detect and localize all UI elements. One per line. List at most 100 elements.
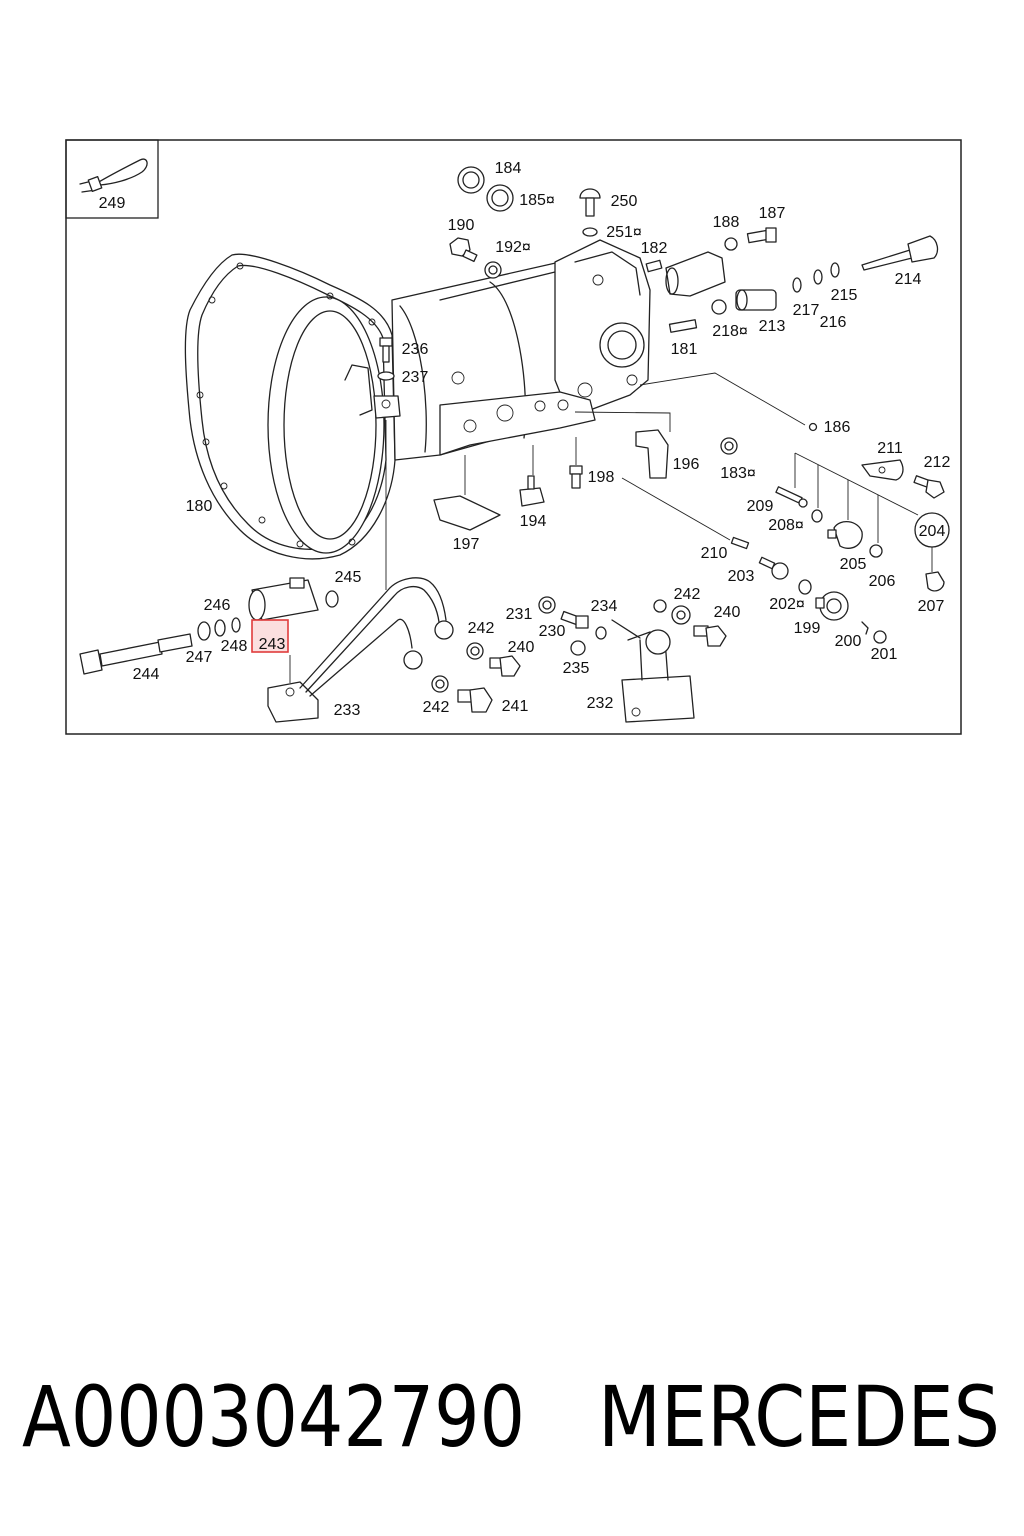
callout-202: 202¤ — [769, 596, 805, 613]
part-184-seal — [457, 166, 485, 194]
callout-245: 245 — [335, 569, 362, 586]
part-207-clip — [925, 571, 945, 592]
brand-name: MERCEDES — [598, 1368, 1000, 1466]
callout-230: 230 — [539, 623, 566, 640]
part-245-ring — [325, 590, 339, 608]
callout-244: 244 — [133, 666, 160, 683]
callout-207: 207 — [918, 598, 945, 615]
callout-214: 214 — [895, 271, 922, 288]
callout-247: 247 — [186, 649, 213, 666]
callout-183: 183¤ — [720, 465, 756, 482]
part-242-ring-middle — [466, 642, 484, 660]
callout-242-middle: 242 — [468, 620, 495, 637]
part-236-bolt — [379, 337, 393, 363]
callout-205: 205 — [840, 556, 867, 573]
part-188-washer — [724, 237, 738, 251]
bell-housing — [184, 253, 396, 560]
part-214-speedometer-shaft — [861, 235, 939, 271]
callout-216: 216 — [820, 314, 847, 331]
part-215-washer — [830, 262, 840, 278]
callout-188: 188 — [713, 214, 740, 231]
part-202-ring — [798, 579, 812, 595]
part-199-valve — [815, 591, 849, 621]
part-213-bushing — [735, 289, 777, 311]
callout-200: 200 — [835, 633, 862, 650]
inset-label: 249 — [99, 195, 126, 212]
part-235-ring — [570, 640, 586, 656]
callout-231: 231 — [506, 606, 533, 623]
callout-236: 236 — [402, 341, 429, 358]
part-242-ring-lower — [431, 675, 449, 693]
callout-250: 250 — [611, 193, 638, 210]
speedometer-drive-housing — [665, 251, 726, 297]
callout-182: 182 — [641, 240, 668, 257]
pipe-bracket — [373, 395, 401, 419]
callout-210: 210 — [701, 545, 728, 562]
part-218-washer — [711, 299, 727, 315]
part-210-screw — [730, 536, 750, 550]
callout-248: 248 — [221, 638, 248, 655]
callout-242-upper: 242 — [674, 586, 701, 603]
callout-217: 217 — [793, 302, 820, 319]
callout-237: 237 — [402, 369, 429, 386]
part-196-bracket — [635, 429, 669, 479]
callout-240-lower: 240 — [508, 639, 535, 656]
callout-240-upper: 240 — [714, 604, 741, 621]
part-212-bolt — [913, 475, 945, 499]
inset-box-249: 249 — [65, 139, 159, 219]
callout-208: 208¤ — [768, 517, 804, 534]
callout-196: 196 — [673, 456, 700, 473]
part-247-ring — [197, 621, 211, 641]
callout-181: 181 — [671, 341, 698, 358]
part-240-bolt-upper — [693, 625, 727, 647]
part-251-washer — [582, 227, 598, 237]
part-183-ring — [720, 437, 738, 455]
callout-215: 215 — [831, 287, 858, 304]
part-200-clip — [861, 621, 869, 635]
part-203-plunger — [758, 556, 789, 580]
callout-246: 246 — [204, 597, 231, 614]
callout-241: 241 — [502, 698, 529, 715]
callout-201: 201 — [871, 646, 898, 663]
bell-housing-bolt-holes — [196, 262, 376, 548]
part-237-washer — [377, 371, 395, 381]
part-198-nipple — [569, 465, 583, 489]
callout-233: 233 — [334, 702, 361, 719]
callout-203: 203 — [728, 568, 755, 585]
part-232-bracket — [611, 599, 695, 723]
part-230-fitting — [560, 610, 589, 629]
callout-235: 235 — [563, 660, 590, 677]
callout-251: 251¤ — [606, 224, 642, 241]
callout-242-lower: 242 — [423, 699, 450, 716]
callout-185: 185¤ — [519, 192, 555, 209]
part-number: A0003042790 — [22, 1368, 525, 1466]
callout-192: 192¤ — [495, 239, 531, 256]
part-209-bolt — [775, 486, 808, 508]
callout-187: 187 — [759, 205, 786, 222]
part-182-pin — [645, 259, 663, 273]
part-242-ring-upper — [671, 605, 691, 625]
part-240-bolt-lower — [489, 655, 521, 677]
part-231-ring — [538, 596, 556, 614]
part-206-ring — [869, 544, 883, 558]
part-233-bracket-pipes — [267, 577, 454, 723]
part-201-ring — [873, 630, 887, 644]
callout-204-circle — [914, 512, 950, 548]
part-248-ring — [231, 617, 241, 633]
part-190-bolt — [449, 237, 478, 263]
part-243-modulator — [248, 577, 319, 621]
callout-197: 197 — [453, 536, 480, 553]
part-187-bolt — [746, 227, 777, 244]
part-197-bracket — [433, 495, 501, 531]
part-246-ring — [214, 619, 226, 637]
callout-243-highlighted: 243 — [259, 636, 286, 653]
callout-212: 212 — [924, 454, 951, 471]
callout-234: 234 — [591, 598, 618, 615]
part-186-plug — [808, 422, 818, 432]
part-208-ring — [811, 509, 823, 523]
callout-206: 206 — [869, 573, 896, 590]
callout-184: 184 — [495, 160, 522, 177]
callout-186: 186 — [824, 419, 851, 436]
callout-180: 180 — [186, 498, 213, 515]
